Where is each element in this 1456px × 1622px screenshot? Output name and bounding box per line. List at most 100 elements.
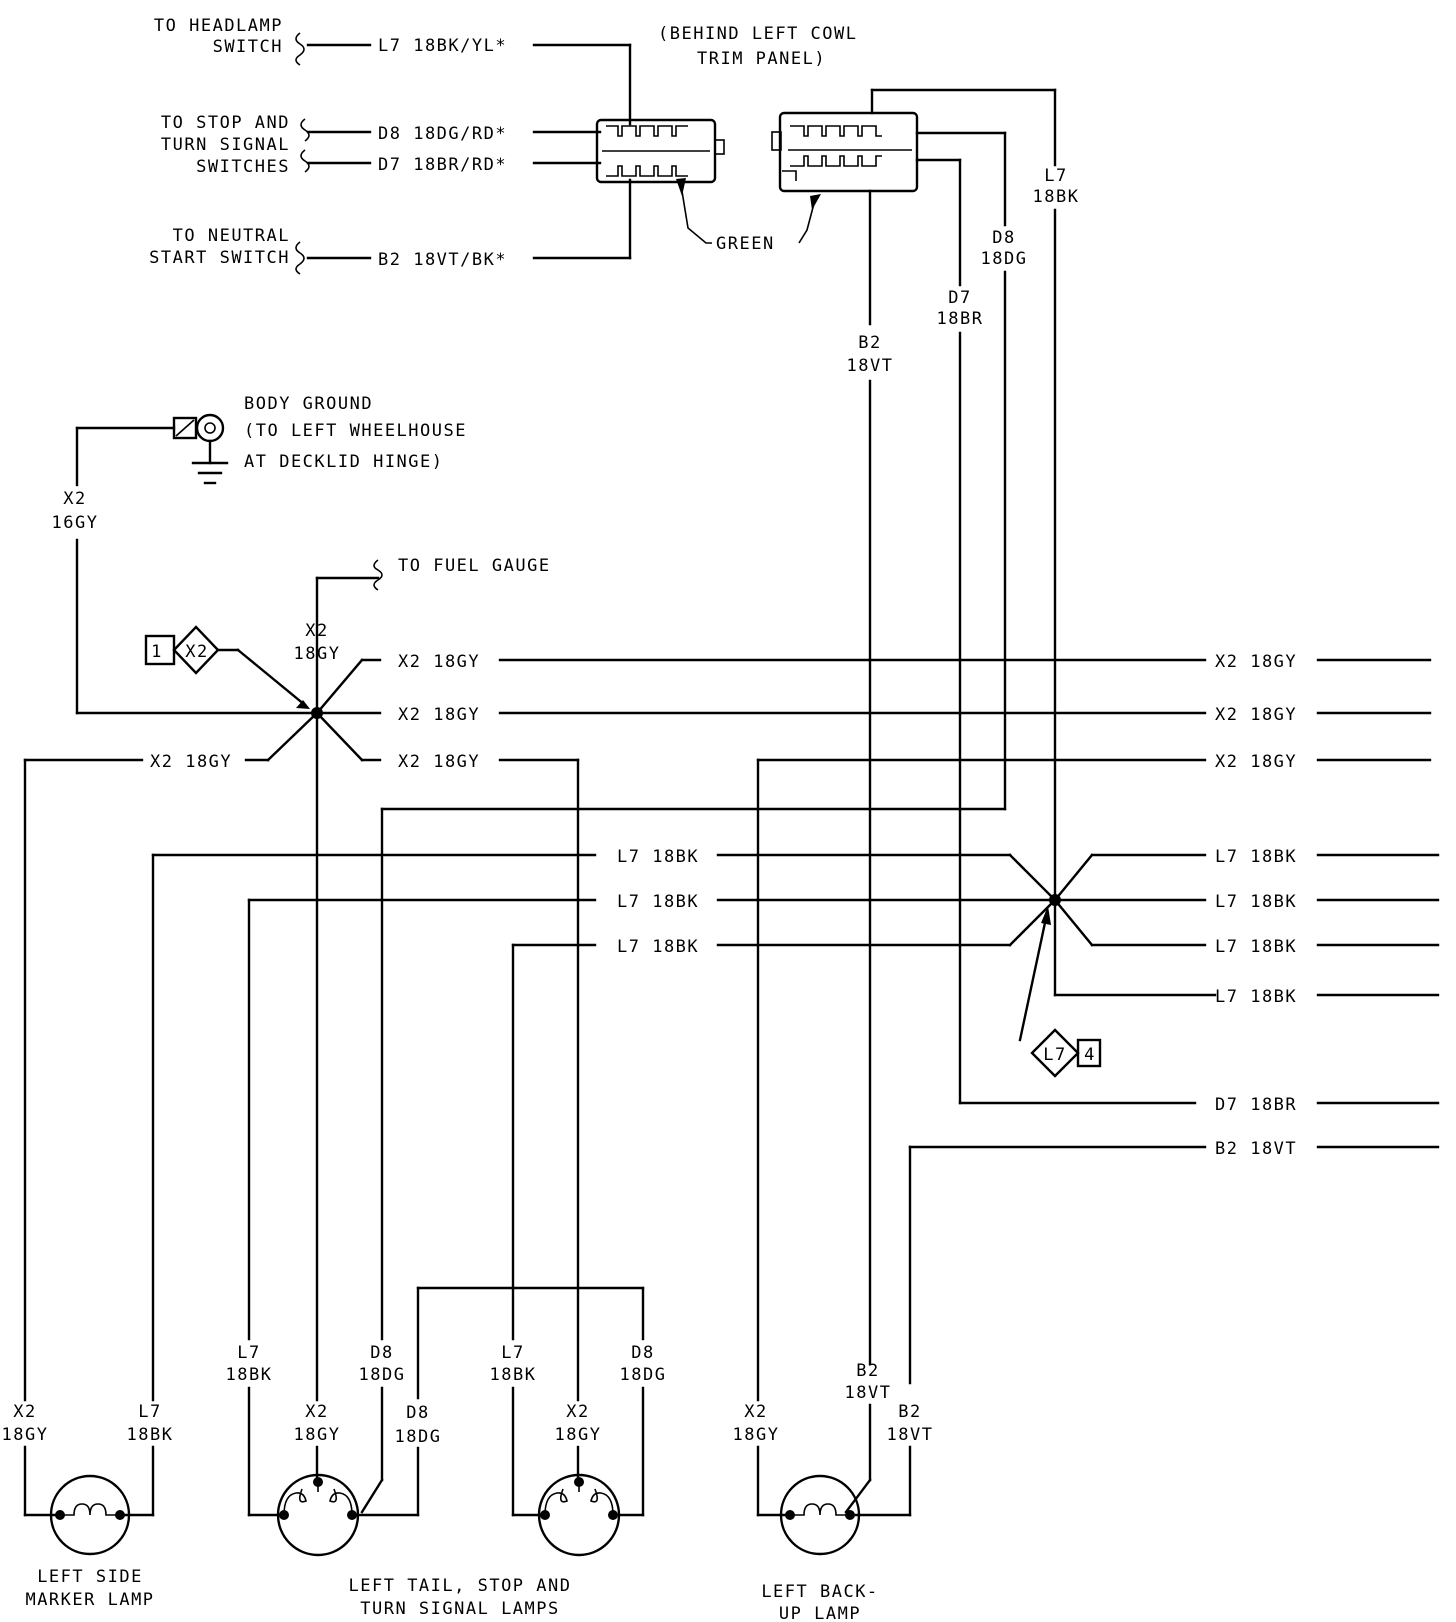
svg-text:18GY: 18GY (2, 1425, 49, 1445)
svg-text:L7 18BK: L7 18BK (1215, 892, 1297, 912)
svg-text:18GY: 18GY (733, 1425, 780, 1445)
svg-text:18BK: 18BK (1033, 187, 1080, 207)
break-mark (300, 149, 310, 173)
svg-text:B2 18VT: B2 18VT (1215, 1139, 1297, 1159)
break-mark (295, 241, 305, 275)
svg-text:18GY: 18GY (294, 1425, 341, 1445)
neutral-switch-label: TO NEUTRAL START SWITCH (149, 226, 290, 268)
svg-text:TO FUEL GAUGE: TO FUEL GAUGE (398, 556, 551, 576)
break-mark (295, 32, 305, 66)
svg-text:AT DECKLID HINGE): AT DECKLID HINGE) (244, 452, 444, 472)
svg-text:B2 18VT/BK*: B2 18VT/BK* (378, 250, 507, 270)
svg-text:START SWITCH: START SWITCH (149, 248, 290, 268)
left-connector (595, 118, 725, 184)
svg-text:4: 4 (1084, 1045, 1096, 1065)
svg-text:X2 18GY: X2 18GY (398, 752, 480, 772)
svg-text:BODY GROUND: BODY GROUND (244, 394, 373, 414)
svg-text:X2 18GY: X2 18GY (1215, 705, 1297, 725)
svg-text:L7: L7 (1043, 1045, 1066, 1065)
headlamp-switch-label: TO HEADLAMP SWITCH (154, 16, 283, 57)
svg-text:TO NEUTRAL: TO NEUTRAL (173, 226, 290, 246)
svg-text:L7: L7 (237, 1343, 260, 1363)
break-mark (300, 118, 310, 142)
svg-text:TRIM PANEL): TRIM PANEL) (697, 49, 826, 69)
svg-text:B2: B2 (858, 333, 881, 353)
svg-text:GREEN: GREEN (716, 234, 775, 254)
stop-turn-switch-label: TO STOP AND TURN SIGNAL SWITCHES (161, 113, 290, 177)
svg-text:D8: D8 (406, 1403, 429, 1423)
svg-text:(BEHIND LEFT COWL: (BEHIND LEFT COWL (658, 24, 858, 44)
svg-text:X2 18GY: X2 18GY (398, 705, 480, 725)
svg-text:L7 18BK/YL*: L7 18BK/YL* (378, 36, 507, 56)
svg-text:D7: D7 (948, 288, 971, 308)
svg-text:X2: X2 (13, 1402, 36, 1422)
svg-text:X2: X2 (63, 489, 86, 509)
svg-text:LEFT TAIL, STOP AND: LEFT TAIL, STOP AND (349, 1576, 572, 1596)
svg-text:TURN SIGNAL LAMPS: TURN SIGNAL LAMPS (360, 1599, 560, 1619)
svg-text:TO HEADLAMP: TO HEADLAMP (154, 16, 283, 36)
svg-text:18BR: 18BR (937, 309, 984, 329)
svg-text:B2: B2 (898, 1402, 921, 1422)
svg-text:B2: B2 (856, 1361, 879, 1381)
svg-text:16GY: 16GY (52, 513, 99, 533)
svg-text:18DG: 18DG (620, 1365, 667, 1385)
svg-text:L7 18BK: L7 18BK (617, 937, 699, 957)
side-marker-lamp (49, 1474, 131, 1556)
svg-text:D8 18DG/RD*: D8 18DG/RD* (378, 124, 507, 144)
svg-text:18BK: 18BK (490, 1365, 537, 1385)
svg-text:X2: X2 (305, 621, 328, 641)
x2-splice: TO FUEL GAUGE X2 18GY 1 X2 X2 18GY X2 18… (23, 556, 1207, 1402)
svg-text:D8: D8 (631, 1343, 654, 1363)
svg-text:18BK: 18BK (226, 1365, 273, 1385)
svg-text:UP LAMP: UP LAMP (779, 1604, 861, 1622)
svg-text:18GY: 18GY (294, 644, 341, 664)
svg-text:18GY: 18GY (555, 1425, 602, 1445)
right-connector (771, 111, 919, 193)
svg-text:1: 1 (151, 642, 163, 662)
svg-text:D7 18BR/RD*: D7 18BR/RD* (378, 155, 507, 175)
svg-text:MARKER LAMP: MARKER LAMP (25, 1590, 154, 1610)
svg-text:L7: L7 (1044, 166, 1067, 186)
tail-lamp-2 (537, 1473, 621, 1557)
svg-text:18VT: 18VT (845, 1383, 892, 1403)
green-callout: GREEN (676, 178, 821, 254)
svg-text:SWITCH: SWITCH (213, 37, 283, 57)
svg-text:X2 18GY: X2 18GY (398, 652, 480, 672)
svg-text:X2: X2 (305, 1402, 328, 1422)
svg-text:X2 18GY: X2 18GY (1215, 652, 1297, 672)
svg-text:18BK: 18BK (127, 1425, 174, 1445)
svg-text:L7 18BK: L7 18BK (617, 892, 699, 912)
lamp-names: LEFT SIDE MARKER LAMP LEFT TAIL, STOP AN… (25, 1567, 878, 1622)
svg-text:X2 18GY: X2 18GY (150, 752, 232, 772)
svg-text:TURN SIGNAL: TURN SIGNAL (161, 135, 290, 155)
svg-text:(TO LEFT WHEELHOUSE: (TO LEFT WHEELHOUSE (244, 421, 467, 441)
svg-text:X2: X2 (744, 1402, 767, 1422)
svg-text:X2: X2 (185, 642, 208, 662)
svg-text:LEFT BACK-: LEFT BACK- (761, 1582, 878, 1602)
l7-splice: L7 4 (1008, 853, 1207, 1078)
svg-text:SWITCHES: SWITCHES (196, 157, 290, 177)
right-wire-labels: X2 18GY X2 18GY X2 18GY L7 18BK L7 18BK … (1215, 652, 1440, 1159)
svg-text:LEFT SIDE: LEFT SIDE (37, 1567, 143, 1587)
svg-text:L7 18BK: L7 18BK (1215, 987, 1297, 1007)
svg-text:X2: X2 (566, 1402, 589, 1422)
svg-text:L7 18BK: L7 18BK (1215, 937, 1297, 957)
svg-text:X2 18GY: X2 18GY (1215, 752, 1297, 772)
svg-text:TO STOP AND: TO STOP AND (161, 113, 290, 133)
lamp-wire-labels: X2 18GY L7 18BK L7 18BK X2 18GY D8 18DG … (2, 1343, 934, 1447)
svg-text:18DG: 18DG (981, 249, 1028, 269)
svg-text:18VT: 18VT (847, 356, 894, 376)
svg-text:L7 18BK: L7 18BK (1215, 847, 1297, 867)
svg-text:D8: D8 (992, 228, 1015, 248)
svg-text:18VT: 18VT (887, 1425, 934, 1445)
svg-text:L7 18BK: L7 18BK (617, 847, 699, 867)
svg-text:D7 18BR: D7 18BR (1215, 1095, 1297, 1115)
svg-text:18DG: 18DG (395, 1427, 442, 1447)
backup-lamp (779, 1474, 861, 1556)
tail-lamp-1 (276, 1473, 360, 1557)
svg-text:18DG: 18DG (359, 1365, 406, 1385)
svg-text:D8: D8 (370, 1343, 393, 1363)
svg-text:L7: L7 (138, 1402, 161, 1422)
svg-text:L7: L7 (501, 1343, 524, 1363)
